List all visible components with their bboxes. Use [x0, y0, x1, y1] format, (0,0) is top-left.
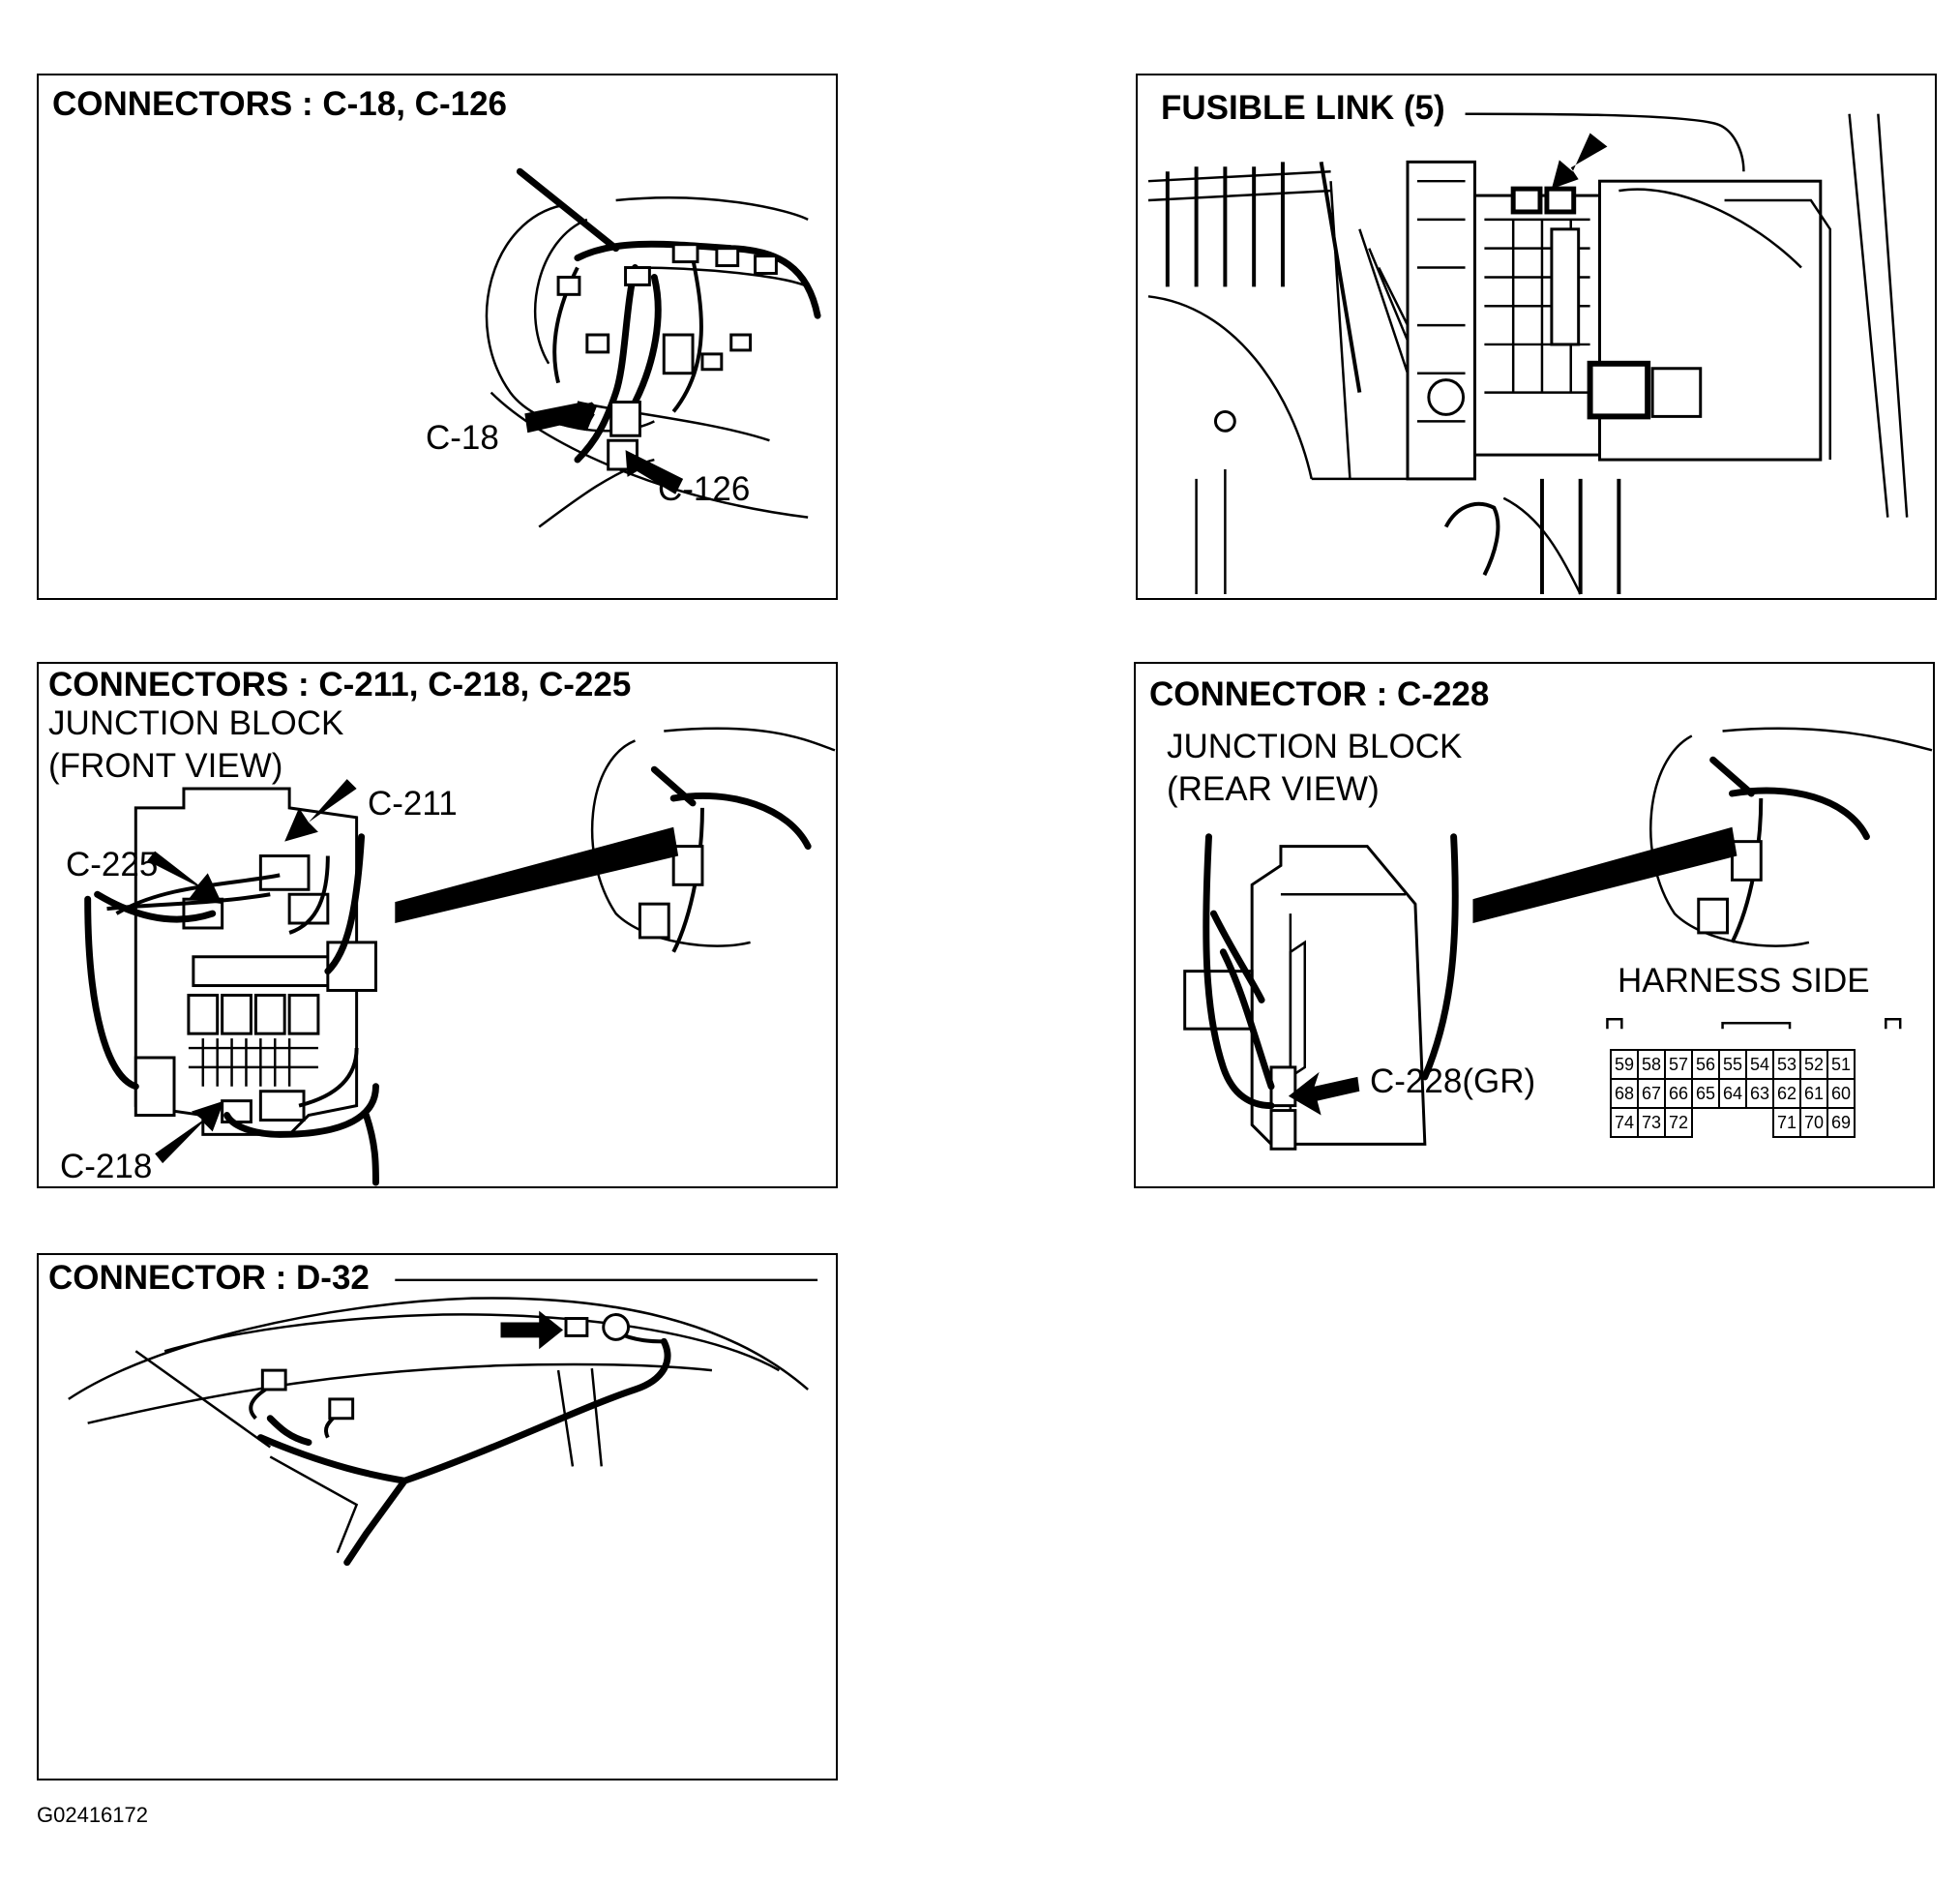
figure-code: G02416172 [37, 1803, 148, 1827]
pin: 64 [1718, 1078, 1747, 1109]
label-c228: C-228(GR) [1370, 1062, 1536, 1100]
label-c18: C-18 [426, 419, 499, 457]
engine-bay-illustration [1147, 112, 1909, 595]
roof-illustration [68, 1278, 818, 1567]
pin: 67 [1637, 1078, 1666, 1109]
panel-connectors-c18-c126: CONNECTORS : C-18, C-126 C-18 C-126 [37, 74, 838, 600]
pin: 52 [1799, 1049, 1828, 1080]
label-c211: C-211 [368, 785, 458, 823]
pin: 65 [1691, 1078, 1720, 1109]
pin: 54 [1745, 1049, 1774, 1080]
panel-title: FUSIBLE LINK (5) [1161, 89, 1445, 127]
pin: 56 [1691, 1049, 1720, 1080]
label-c218: C-218 [60, 1148, 153, 1185]
panel-title: CONNECTORS : C-18, C-126 [52, 85, 508, 123]
pin: 57 [1664, 1049, 1693, 1080]
pin: 72 [1664, 1107, 1693, 1138]
pin: 62 [1772, 1078, 1801, 1109]
panel-fusible-link: FUSIBLE LINK (5) [1136, 74, 1937, 600]
pin: 69 [1826, 1107, 1856, 1138]
panel-connector-d32: CONNECTOR : D-32 [37, 1253, 838, 1780]
pin: 51 [1826, 1049, 1856, 1080]
pin: 68 [1610, 1078, 1639, 1109]
pin-empty [1746, 1108, 1773, 1137]
pin: 61 [1799, 1078, 1828, 1109]
pin: 71 [1772, 1107, 1801, 1138]
rear-view-label: (REAR VIEW) [1167, 770, 1380, 808]
label-c225: C-225 [66, 846, 159, 883]
dashboard-illustration [485, 167, 821, 528]
junction-block-label: JUNCTION BLOCK [1167, 728, 1463, 765]
panel-title: CONNECTORS : C-211, C-218, C-225 [48, 666, 632, 703]
pin: 55 [1718, 1049, 1747, 1080]
panel-connector-c228: CONNECTOR : C-228 JUNCTION BLOCK (REAR V… [1134, 662, 1935, 1188]
pin: 59 [1610, 1049, 1639, 1080]
panel-connectors-c211-c218-c225: CONNECTORS : C-211, C-218, C-225 JUNCTIO… [37, 662, 838, 1188]
pin: 73 [1637, 1107, 1666, 1138]
pin-empty [1692, 1108, 1719, 1137]
pin: 63 [1745, 1078, 1774, 1109]
junction-block-front-illustration [84, 727, 836, 1186]
junction-block-label: JUNCTION BLOCK [48, 704, 344, 742]
pin-empty [1719, 1108, 1746, 1137]
front-view-label: (FRONT VIEW) [48, 747, 283, 785]
junction-block-rear-illustration [1183, 727, 1933, 1151]
pin: 60 [1826, 1078, 1856, 1109]
panel-title: CONNECTOR : C-228 [1149, 675, 1490, 713]
label-c126: C-126 [658, 470, 751, 508]
pin: 74 [1610, 1107, 1639, 1138]
pin: 58 [1637, 1049, 1666, 1080]
pin: 70 [1799, 1107, 1828, 1138]
pin: 53 [1772, 1049, 1801, 1080]
pin: 66 [1664, 1078, 1693, 1109]
harness-side-label: HARNESS SIDE [1618, 962, 1870, 1000]
panel-title: CONNECTOR : D-32 [48, 1259, 370, 1297]
connector-pin-layout: 59 58 57 56 55 54 53 52 51 68 67 66 65 6… [1610, 1049, 1856, 1138]
